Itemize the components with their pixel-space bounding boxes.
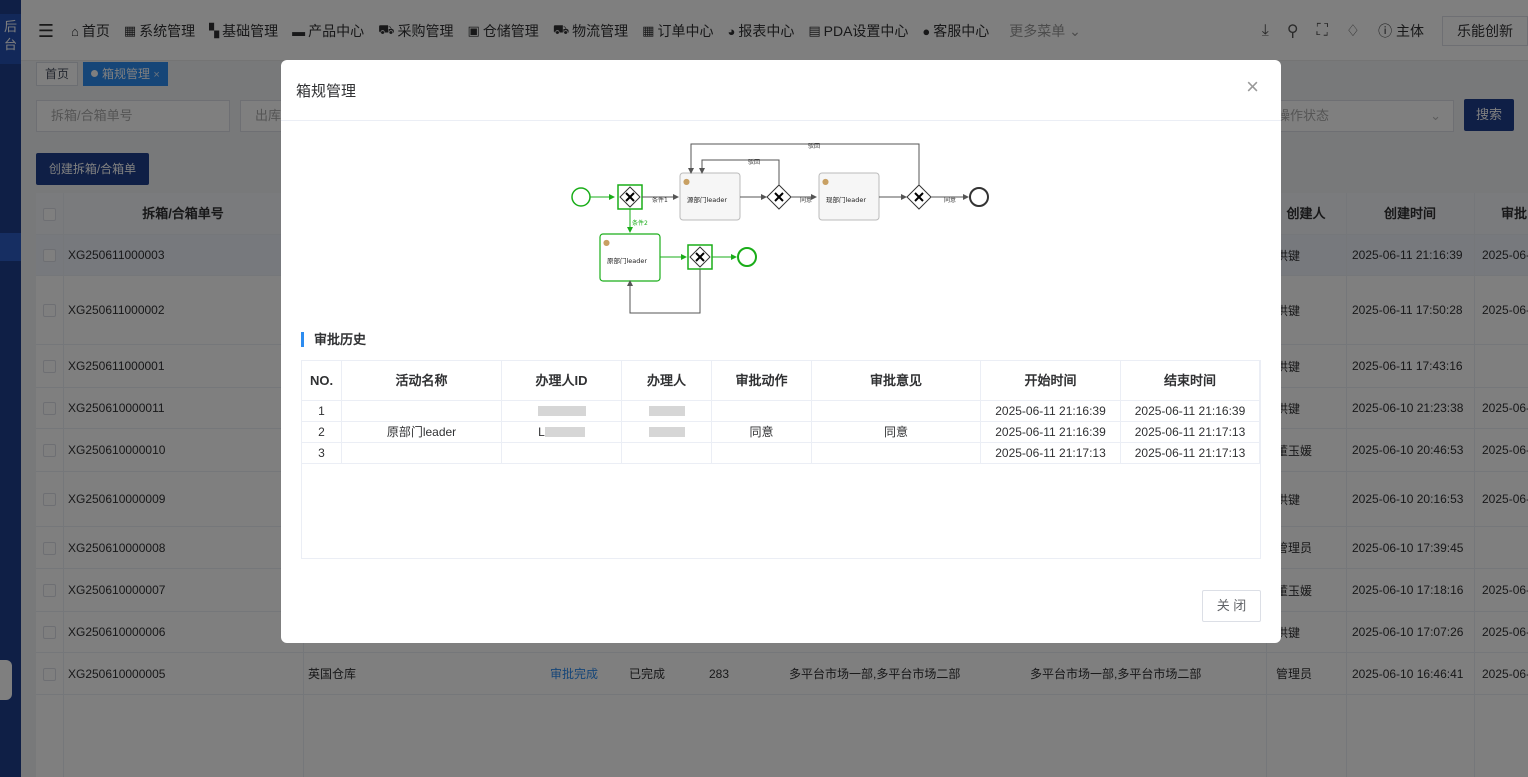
modal-title: 箱规管理	[296, 83, 357, 100]
task-source-dept-leader: ● 源部门leader	[679, 172, 741, 221]
flow-label-cond1: 条件1	[652, 196, 668, 204]
flow-label-agree2: 同意	[944, 196, 956, 204]
history-cell-end-text: 2025-06-11 21:17:13	[1134, 446, 1246, 460]
history-cell-end: 2025-06-11 21:16:39	[1121, 401, 1260, 422]
history-cell-start-text: 2025-06-11 21:17:13	[995, 446, 1106, 460]
redacted-block	[544, 427, 585, 437]
history-cell-action-text: 同意	[749, 425, 774, 439]
history-cell-uid	[502, 401, 622, 422]
history-cell-activity	[342, 443, 502, 464]
history-header-uid: 办理人ID	[502, 361, 622, 401]
history-header-no: NO.	[302, 361, 342, 401]
flow-label-reject: 驳回	[748, 158, 760, 166]
history-cell-start: 2025-06-11 21:16:39	[981, 422, 1121, 443]
user-icon: ●	[603, 238, 610, 247]
history-cell-activity: 原部门leader	[342, 422, 502, 443]
end-event-top	[969, 187, 989, 207]
history-cell-action: 同意	[712, 422, 812, 443]
history-cell-opinion	[812, 443, 981, 464]
gateway-1	[617, 184, 643, 210]
redacted-block	[537, 406, 586, 416]
history-header-opinion: 审批意见	[812, 361, 981, 401]
task-current-dept-leader-label: 现部门leader	[826, 195, 866, 204]
redacted-block	[648, 427, 685, 437]
history-header-end: 结束时间	[1121, 361, 1260, 401]
history-cell-uid-text: L	[538, 425, 545, 439]
gateway-2	[766, 184, 792, 210]
history-cell-no: 2	[302, 422, 342, 443]
history-cell-action	[712, 443, 812, 464]
history-cell-end-text: 2025-06-11 21:17:13	[1134, 425, 1246, 439]
close-icon[interactable]: ×	[1246, 74, 1259, 99]
history-cell-no-text: 1	[318, 404, 325, 418]
task-original-dept-leader-label: 原部门leader	[607, 256, 647, 265]
history-cell-end-text: 2025-06-11 21:16:39	[1134, 404, 1246, 418]
history-row: 2 原部门leader L 同意 同意 2025-06-11 21:16:39 2025-0…	[302, 422, 1260, 443]
flow-label-reject2: 驳回	[808, 142, 820, 150]
history-cell-no: 1	[302, 401, 342, 422]
workflow-diagram: 条件1 ● 源部门leader 同意 驳回 ● 现部门leader	[571, 142, 989, 314]
history-cell-no-text: 2	[318, 425, 325, 439]
flow-label-cond2: 条件2	[632, 219, 648, 227]
task-source-dept-leader-label: 源部门leader	[687, 195, 727, 204]
history-cell-user	[622, 443, 712, 464]
history-cell-opinion: 同意	[812, 422, 981, 443]
history-cell-uid: L	[502, 422, 622, 443]
start-event	[571, 187, 591, 207]
history-cell-uid	[502, 443, 622, 464]
history-cell-user	[622, 422, 712, 443]
history-cell-activity	[342, 401, 502, 422]
end-event-bottom	[737, 247, 757, 267]
history-cell-start-text: 2025-06-11 21:16:39	[995, 404, 1106, 418]
approval-modal: 箱规管理 × 条件1 ● 源部门leader 同意	[281, 60, 1281, 643]
history-cell-activity-text: 原部门leader	[386, 425, 457, 439]
history-header-action: 审批动作	[712, 361, 812, 401]
history-cell-action	[712, 401, 812, 422]
history-cell-no: 3	[302, 443, 342, 464]
history-header-start: 开始时间	[981, 361, 1121, 401]
history-cell-opinion-text: 同意	[883, 425, 908, 439]
user-icon: ●	[822, 177, 829, 186]
history-cell-user	[622, 401, 712, 422]
history-cell-end: 2025-06-11 21:17:13	[1121, 443, 1260, 464]
history-cell-start: 2025-06-11 21:16:39	[981, 401, 1121, 422]
history-section-title: 审批历史	[301, 332, 366, 347]
gateway-4	[687, 244, 713, 270]
modal-close-button[interactable]: 关 闭	[1202, 590, 1261, 622]
user-icon: ●	[683, 177, 690, 186]
task-current-dept-leader: ● 现部门leader	[818, 172, 880, 221]
history-row: 3 2025-06-11 21:17:13 2025-06-11 21:17:13	[302, 443, 1260, 464]
history-cell-opinion	[812, 401, 981, 422]
history-cell-start: 2025-06-11 21:17:13	[981, 443, 1121, 464]
history-cell-no-text: 3	[318, 446, 325, 460]
modal-divider	[281, 120, 1281, 121]
history-cell-start-text: 2025-06-11 21:16:39	[995, 425, 1106, 439]
history-header-activity: 活动名称	[342, 361, 502, 401]
history-row: 1 2025-06-11 21:16:39 2025-06-11 21:16:39	[302, 401, 1260, 422]
redacted-block	[648, 406, 685, 416]
gateway-3	[906, 184, 932, 210]
history-cell-end: 2025-06-11 21:17:13	[1121, 422, 1260, 443]
task-original-dept-leader: ● 原部门leader	[599, 233, 661, 282]
flow-label-agree1: 同意	[800, 196, 812, 204]
history-header-user: 办理人	[622, 361, 712, 401]
